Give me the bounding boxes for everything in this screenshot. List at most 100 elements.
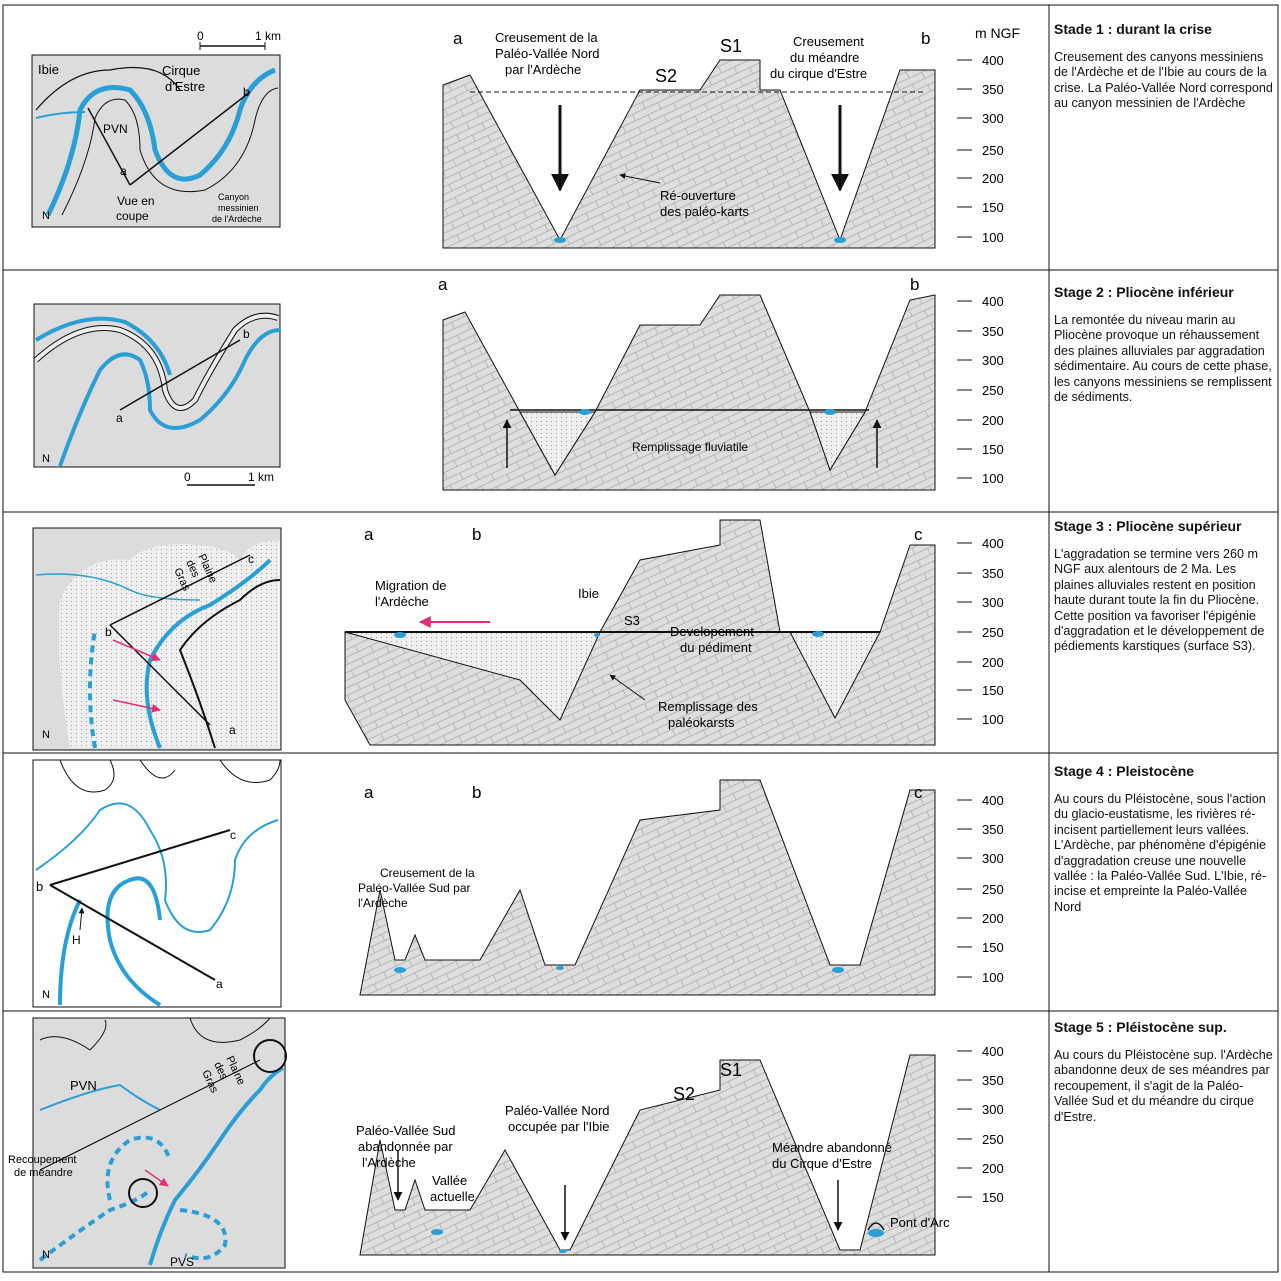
stage2-text: Stage 2 : Pliocène inférieur La remontée… [1054,283,1276,405]
stage4-north: N [42,989,50,1001]
stage1-scale-1km: 1 km [255,29,281,43]
stage2-map: a b N 0 1 km [33,303,281,486]
stage3-section: a b c Migration de l'Ardèche Ibie S3 Dev… [344,519,936,746]
stage3-tick-400: 400 [982,536,1004,551]
stage4-text: Stage 4 : Pleistocène Au cours du Pléist… [1054,762,1276,915]
stage1-map-ibie: Ibie [38,62,59,77]
stage-1: 0 1 km Ibie Cirque d'Estre PVN a b Vue e… [31,25,1020,249]
stage1-map-canyon-1: Canyon [218,192,249,202]
stage1-axis: m NGF 400 350 300 250 200 150 100 [957,25,1020,245]
stage3-migration-1: Migration de [375,578,447,593]
stage2-section: a b Remplissage fluviatile [438,275,936,491]
stage5-map: PVN PVS Plaine des Gras Recoupement de m… [8,1017,287,1269]
stage3-map: Plaine des Gras a b c N [32,527,282,751]
stage1-crease-l3: par l'Ardèche [505,62,581,77]
stage1-section: a b Creusement de la Paléo-Vallée Nord p… [442,29,936,249]
stage5-tick-200: 200 [982,1161,1004,1176]
stage1-tick-300: 300 [982,111,1004,126]
panel-grid [2,4,1279,1273]
stage1-crease-r3: du cirque d'Estre [770,66,867,81]
stage1-tick-150: 150 [982,200,1004,215]
stage1-section-a: a [453,29,463,48]
stage2-remplissage: Remplissage fluviatile [632,440,748,454]
stage1-map-canyon-3: de l'Ardèche [212,214,262,224]
stage1-tick-250: 250 [982,143,1004,158]
stage4-map-h: H [72,933,81,947]
stage5-map-pvs: PVS [170,1255,194,1269]
stage5-vallee-2: actuelle [430,1189,475,1204]
stage1-tick-100: 100 [982,230,1004,245]
stage5-s1: S1 [720,1060,742,1080]
stage5-description: Au cours du Pléistocène sup. l'Ardèche a… [1054,1048,1273,1124]
stage2-description: La remontée du niveau marin au Pliocène … [1054,313,1272,405]
stage5-pont: Pont d'Arc [890,1215,950,1230]
stage1-s1: S1 [720,36,742,56]
stage1-map-vue-1: Vue en [117,194,155,208]
stage3-developement-2: du pédiment [680,640,752,655]
stage2-map-a: a [116,411,123,425]
stage5-tick-300: 300 [982,1102,1004,1117]
stage4-map-c: c [230,828,236,842]
stage4-tick-350: 350 [982,822,1004,837]
stage1-description: Creusement des canyons messiniens de l'A… [1054,50,1273,111]
stage5-pvs-ab-3: l'Ardèche [362,1155,416,1170]
stage3-tick-150: 150 [982,683,1004,698]
stage3-developement-1: Developement [670,624,754,639]
stage2-scale-0: 0 [184,470,191,484]
stage2-north: N [42,453,50,465]
stage5-pvs-ab-2: abandonnée par [358,1139,453,1154]
stage1-north: N [42,210,50,222]
stage5-north: N [42,1249,50,1261]
stage5-axis: 400 350 300 250 200 150 [957,1044,1004,1205]
stage1-map-pvn: PVN [103,122,128,136]
stage1-s2: S2 [655,66,677,86]
stage4-tick-400: 400 [982,793,1004,808]
stage4-tick-300: 300 [982,851,1004,866]
stage2-tick-100: 100 [982,471,1004,486]
stage3-map-c: c [248,552,254,566]
stage3-tick-250: 250 [982,625,1004,640]
stage3-title: Stage 3 : Pliocène supérieur [1054,518,1242,534]
stage4-creusement-3: l'Ardèche [358,896,408,910]
stage5-tick-400: 400 [982,1044,1004,1059]
stage1-axis-unit: m NGF [975,25,1020,41]
stage3-tick-100: 100 [982,712,1004,727]
stage4-tick-100: 100 [982,970,1004,985]
stage3-north: N [42,729,50,741]
stage5-map-recoupement-1: Recoupement [8,1154,77,1166]
stage4-tick-150: 150 [982,940,1004,955]
stage3-description: L'aggradation se termine vers 260 m NGF … [1054,547,1265,654]
stage1-tick-200: 200 [982,171,1004,186]
stage1-map-cirque-2: d'Estre [165,79,205,94]
stage2-scale-1km: 1 km [248,470,274,484]
stage1-map: 0 1 km Ibie Cirque d'Estre PVN a b Vue e… [31,29,281,228]
stage2-tick-350: 350 [982,324,1004,339]
stage5-map-pvn: PVN [70,1078,97,1093]
stage1-title: Stade 1 : durant la crise [1054,21,1212,37]
stage2-tick-150: 150 [982,442,1004,457]
stage2-tick-400: 400 [982,294,1004,309]
stage3-map-b: b [105,625,112,639]
stage1-map-a: a [120,164,127,178]
stage1-tick-400: 400 [982,53,1004,68]
stage1-map-cirque-1: Cirque [162,63,200,78]
stage3-map-a: a [229,723,236,737]
stage4-map-b: b [36,879,43,894]
stage2-tick-250: 250 [982,383,1004,398]
stage5-meandre-2: du Cirque d'Estre [772,1156,872,1171]
stage5-pvn-oc-1: Paléo-Vallée Nord [505,1103,610,1118]
stage2-tick-300: 300 [982,353,1004,368]
stage3-tick-200: 200 [982,655,1004,670]
stage3-section-c: c [914,525,923,544]
stage-2: a b N 0 1 km a b Remplissage fluviatile … [33,275,1004,491]
stage5-vallee-1: Vallée [432,1173,467,1188]
stage1-crease-l2: Paléo-Vallée Nord [495,46,600,61]
stage5-meandre-1: Méandre abandonné [772,1140,892,1155]
stage4-creusement-1: Creusement de la [380,866,475,880]
stage3-remplissage-2: paléokarsts [668,715,735,730]
stage4-map-a: a [216,977,223,991]
stage3-axis: 400 350 300 250 200 150 100 [957,536,1004,727]
stage3-tick-350: 350 [982,566,1004,581]
stage2-axis: 400 350 300 250 200 150 100 [957,294,1004,486]
stage1-reouverture-2: des paléo-karts [660,204,749,219]
